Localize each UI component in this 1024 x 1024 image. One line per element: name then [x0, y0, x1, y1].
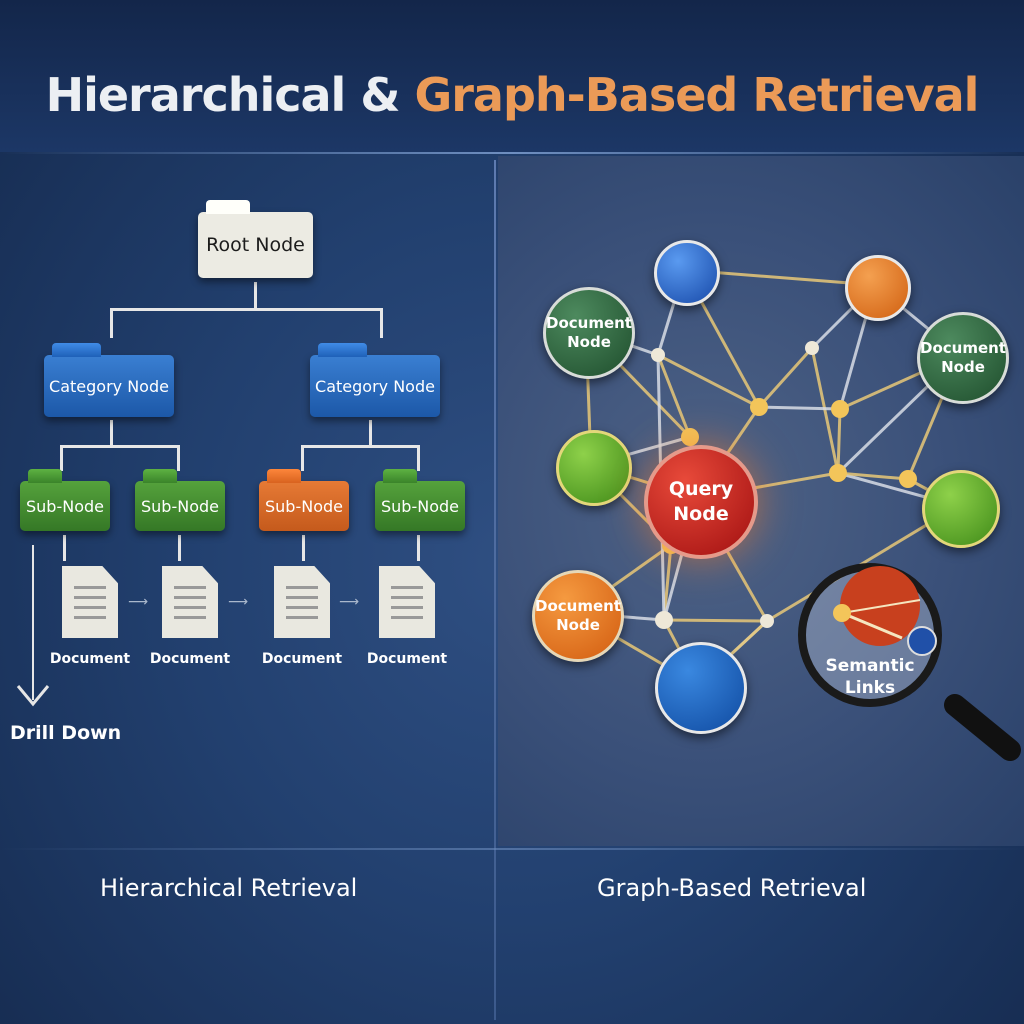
arrow-right-icon: ⟶ [339, 594, 360, 610]
sub-node-folder-highlighted[interactable]: Sub-Node [259, 481, 349, 531]
graph-edge [836, 408, 842, 474]
caption-divider [0, 848, 1024, 850]
graph-node-green[interactable] [922, 470, 1000, 548]
sub-node-folder[interactable]: Sub-Node [135, 481, 225, 531]
graph-edge [657, 353, 760, 409]
graph-junction-node [831, 400, 849, 418]
document-icon [274, 566, 330, 638]
graph-junction-node [750, 398, 768, 416]
document-label: Document [261, 651, 343, 667]
document-label: Document [149, 651, 231, 667]
graph-junction-node [899, 470, 917, 488]
graph-edge [758, 405, 841, 411]
drill-down-label: Drill Down [10, 722, 122, 744]
graph-edge [663, 618, 768, 623]
document-label: Document [49, 651, 131, 667]
arrow-right-icon: ⟶ [128, 594, 149, 610]
page-title: Hierarchical & Graph-Based Retrieval [45, 68, 980, 122]
arrow-right-icon: ⟶ [228, 594, 249, 610]
graph-edge [656, 354, 692, 438]
sub-node-folder[interactable]: Sub-Node [20, 481, 110, 531]
graph-junction-node [651, 348, 665, 362]
graph-caption: Graph-Based Retrieval [597, 874, 867, 902]
graph-node-blue[interactable] [655, 642, 747, 734]
graph-node-blue[interactable] [654, 240, 720, 306]
document-icon [162, 566, 218, 638]
graph-junction-node [655, 611, 673, 629]
graph-junction-node [829, 464, 847, 482]
root-node-folder[interactable]: Root Node [198, 212, 313, 278]
category-node-folder[interactable]: Category Node [310, 355, 440, 417]
panel-divider [494, 160, 496, 1020]
hierarchical-caption: Hierarchical Retrieval [100, 874, 358, 902]
graph-edge [810, 347, 840, 474]
graph-node-orange[interactable] [845, 255, 911, 321]
graph-edge [837, 471, 909, 481]
document-icon [62, 566, 118, 638]
sub-node-folder[interactable]: Sub-Node [375, 481, 465, 531]
document-icon [379, 566, 435, 638]
header-divider [0, 152, 1024, 154]
graph-node-green[interactable] [556, 430, 632, 506]
category-node-folder[interactable]: Category Node [44, 355, 174, 417]
graph-edge [757, 346, 814, 409]
document-label: Document [366, 651, 448, 667]
graph-junction-node [760, 614, 774, 628]
graph-junction-node [805, 341, 819, 355]
graph-junction-node [681, 428, 699, 446]
header-band [0, 0, 1024, 152]
